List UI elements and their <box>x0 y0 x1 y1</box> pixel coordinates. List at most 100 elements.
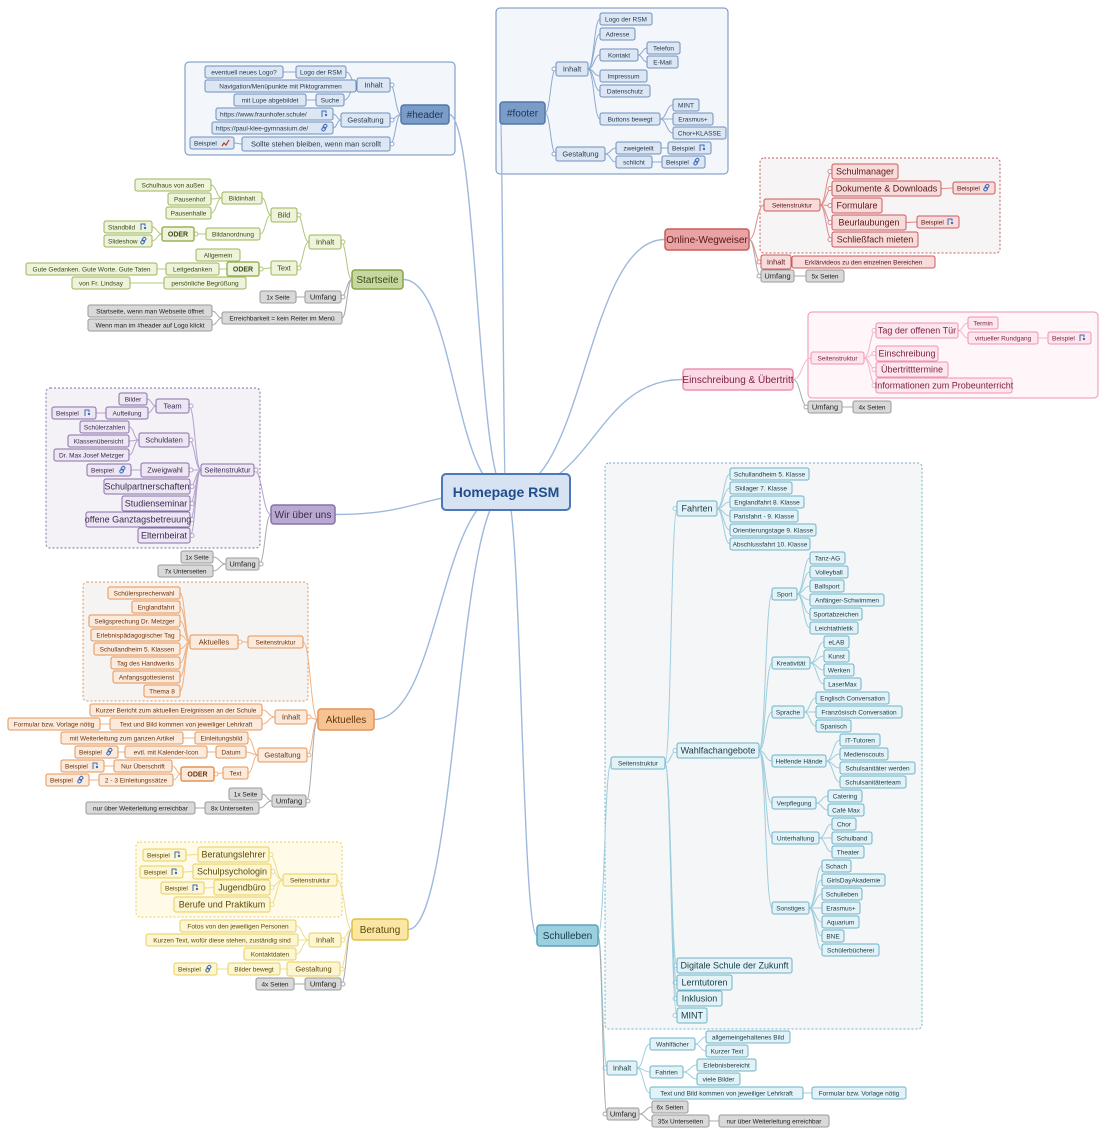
node-sl-kurzertext: Kurzer Text <box>705 1044 749 1058</box>
s-inhalt-label: Inhalt <box>316 238 335 247</box>
sl-paris-box <box>729 509 799 523</box>
node-a-oder: ODER <box>180 766 215 782</box>
link-icon[interactable] <box>140 236 147 245</box>
node-aktuelles[interactable]: Aktuelles <box>317 708 375 731</box>
a-seligsprechung-label: Seligsprechung Dr. Metzger <box>94 618 175 625</box>
connector-a-oder-a-einleitungssaetze <box>172 773 182 781</box>
s-erreichbarkeit-label: Erreichbarkeit = kein Reiter im Menü <box>229 315 335 322</box>
f-datenschutz-label: Datenschutz <box>607 88 643 95</box>
note-icon[interactable] <box>171 868 178 875</box>
node-b-inhalt: Inhalt <box>308 932 342 948</box>
w-umfang-box <box>225 557 260 571</box>
connector-s-oder1-s-slideshow <box>151 233 163 242</box>
sl-leichtathletik-box <box>809 621 859 635</box>
f-telefon-label: Telefon <box>653 45 674 52</box>
connector-a-gestaltung-a-text <box>247 754 259 774</box>
node-s-standbild: Standbild <box>103 220 153 234</box>
link-icon[interactable] <box>106 747 113 756</box>
node-s-umfang-val: 1x Seite <box>259 290 297 304</box>
connector-sl-wahlfaecher-sl-kurzertext <box>694 1043 707 1052</box>
connector-dot <box>756 259 762 265</box>
node-sl-skilager: Skilager 7. Klasse <box>729 481 793 495</box>
node-sl-aquarium: Aquarium <box>821 915 860 929</box>
note-icon[interactable] <box>321 110 328 117</box>
node-sl-35unter: 35x Unterseiten <box>651 1114 710 1128</box>
b-lehrer-label: Beratungslehrer <box>201 850 265 860</box>
connector-sl-seitenstruktur-sl-fahrten <box>664 508 678 764</box>
s-leitgedanken-label: Leitgedanken <box>173 266 212 273</box>
node-w-metzger: Dr. Max Josef Metzger <box>53 448 130 462</box>
node-online[interactable]: Online-Wegweiser <box>664 228 750 251</box>
o-schliessfach-label: Schließfach mieten <box>837 235 914 245</box>
sl-orientierung-label: Orientierungstage 9. Klasse <box>733 527 814 534</box>
link-icon[interactable] <box>119 465 126 474</box>
link-icon[interactable] <box>77 775 84 784</box>
connector-dot <box>269 885 275 890</box>
note-icon[interactable] <box>140 223 147 230</box>
s-gedanken-label: Gute Gedanken. Gute Worte. Gute Taten <box>33 266 151 273</box>
connector-startseite-s-erreichbarkeit <box>341 279 353 319</box>
sl-helfende-box <box>771 754 827 768</box>
node-einschreibung[interactable]: Einschreibung & Übertritt <box>682 368 794 391</box>
connector-sl-helfende-sl-santeam <box>825 760 841 783</box>
node-schulleben[interactable]: Schulleben <box>536 924 599 947</box>
node-s-slideshow: Slideshow <box>103 234 153 248</box>
note-icon[interactable] <box>84 409 91 416</box>
connector-w-umfang-w-7unter <box>212 563 227 572</box>
node-beratung[interactable]: Beratung <box>351 918 409 941</box>
h-inhalt-label: Inhalt <box>364 81 383 90</box>
note-icon[interactable] <box>192 884 199 891</box>
w-seitenstruktur-label: Seitenstruktur <box>204 466 251 475</box>
note-icon[interactable] <box>92 762 99 769</box>
node-e-termin: Termin <box>967 316 999 330</box>
connector-a-oder-a-nurueber <box>171 765 182 775</box>
sl-sanwerden-box <box>839 761 916 775</box>
w-7unter-box <box>157 564 214 578</box>
sl-6seiten-box <box>651 1100 689 1114</box>
connector-dot <box>389 82 395 88</box>
w-7unter-label: 7x Unterseiten <box>165 568 207 575</box>
h-suche-label: Suche <box>321 97 340 104</box>
node-header[interactable]: #header <box>400 104 450 125</box>
a-inhalt-box <box>274 709 308 725</box>
link-icon[interactable] <box>983 183 990 192</box>
node-o-umfang: Umfang <box>760 269 795 283</box>
sl-kreativ-box <box>771 656 811 670</box>
note-icon[interactable] <box>174 851 181 858</box>
node-startseite[interactable]: Startseite <box>351 269 404 290</box>
sl-schullandheim-label: Schullandheim 5. Klasse <box>734 471 806 478</box>
note-icon[interactable] <box>1079 334 1086 341</box>
link-icon[interactable] <box>321 123 328 132</box>
connector-center-header <box>448 113 507 493</box>
node-sl-digital: Digitale Schule der Zukunft <box>676 957 793 974</box>
connector-b-inhalt-b-kontaktdaten <box>295 939 310 955</box>
a-gestaltung-label: Gestaltung <box>264 751 300 760</box>
b-beispiel2-label: Beispiel <box>144 869 167 876</box>
s-bildanordnung-label: Bildanordnung <box>212 231 254 238</box>
link-icon[interactable] <box>693 157 700 166</box>
sl-anfaenger-box <box>809 593 885 607</box>
sl-formular-label: Formular bzw. Vorlage nötig <box>819 1090 900 1097</box>
sl-tanz-label: Tanz-AG <box>815 555 840 562</box>
node-w-klassen: Klassenübersicht <box>67 434 130 448</box>
connector-dot <box>296 212 302 218</box>
f-beispiel1-label: Beispiel <box>672 145 695 152</box>
node-wir[interactable]: Wir über uns <box>270 504 336 525</box>
h-gestaltung-label: Gestaltung <box>347 116 383 125</box>
schulleben-box <box>536 924 599 947</box>
node-w-schuelerzahlen: Schülerzahlen <box>79 420 130 434</box>
b-fotos-box <box>179 919 297 933</box>
s-allgemein-box <box>195 248 241 262</box>
f-datenschutz-box <box>599 84 651 98</box>
connector-online-o-seitenstruktur <box>748 204 765 240</box>
link-icon[interactable] <box>205 964 212 973</box>
node-footer[interactable]: #footer <box>499 101 546 125</box>
note-icon[interactable] <box>699 144 706 151</box>
a-formular-box <box>7 717 101 731</box>
chart-icon[interactable] <box>221 139 230 147</box>
h-navi-label: Navigation/Menüpunkte mit Piktogrammen <box>219 83 342 90</box>
note-icon[interactable] <box>947 218 954 225</box>
node-a-gestaltung: Gestaltung <box>257 747 308 763</box>
connector-schulleben-sl-umfang <box>597 935 608 1115</box>
